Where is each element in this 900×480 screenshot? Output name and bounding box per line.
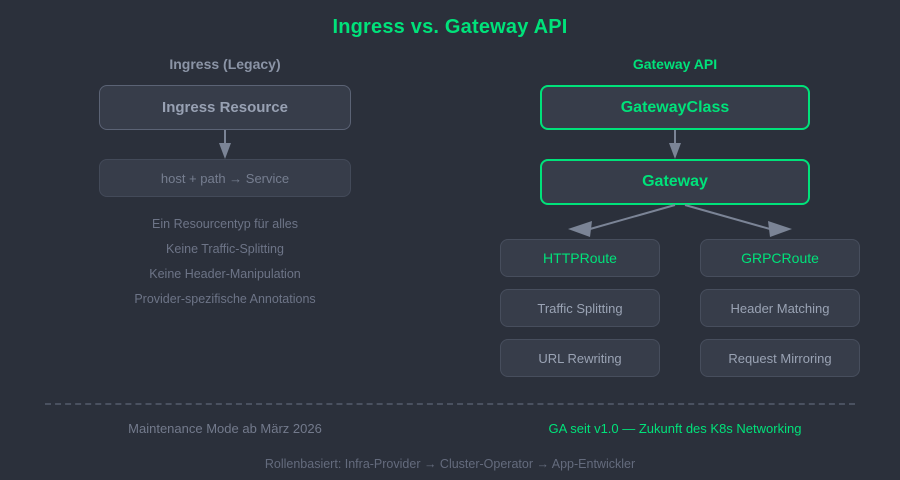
grpcroute-box[interactable]: GRPCRoute [700,239,860,277]
list-item: Keine Traffic-Splitting [166,242,284,256]
footer-divider [45,403,855,405]
gateway-box[interactable]: Gateway [540,159,810,205]
ingress-mapping-box[interactable]: host + path → Service [99,159,351,197]
arrow-down-gatewayclass [669,130,681,159]
list-item: Keine Header-Manipulation [149,267,301,281]
httproute-box[interactable]: HTTPRoute [500,239,660,277]
httproute-feature-box[interactable]: Traffic Splitting [500,289,660,327]
grpcroute-feature-box[interactable]: Request Mirroring [700,339,860,377]
gatewayclass-box[interactable]: GatewayClass [540,85,810,130]
grpcroute-feature-box[interactable]: Header Matching [700,289,860,327]
list-item: Provider-spezifische Annotations [134,292,316,306]
httproute-feature-box[interactable]: URL Rewriting [500,339,660,377]
column-header-ingress: Ingress (Legacy) [169,56,281,72]
legacy-limitations-list: Ein Resourcentyp für alles Keine Traffic… [95,212,355,312]
footer-status-ingress: Maintenance Mode ab März 2026 [128,421,322,436]
arrow-branch-routes [568,204,792,237]
page-title: Ingress vs. Gateway API [332,16,568,38]
arrow-down-ingress [219,130,231,159]
ingress-resource-box[interactable]: Ingress Resource [99,85,351,130]
footer-note: Rollenbasiert: Infra-Provider → Cluster-… [264,457,636,471]
column-header-gateway-api: Gateway API [632,56,718,72]
list-item: Ein Resourcentyp für alles [152,217,298,231]
footer-status-gateway: GA seit v1.0 — Zukunft des K8s Networkin… [548,421,802,436]
